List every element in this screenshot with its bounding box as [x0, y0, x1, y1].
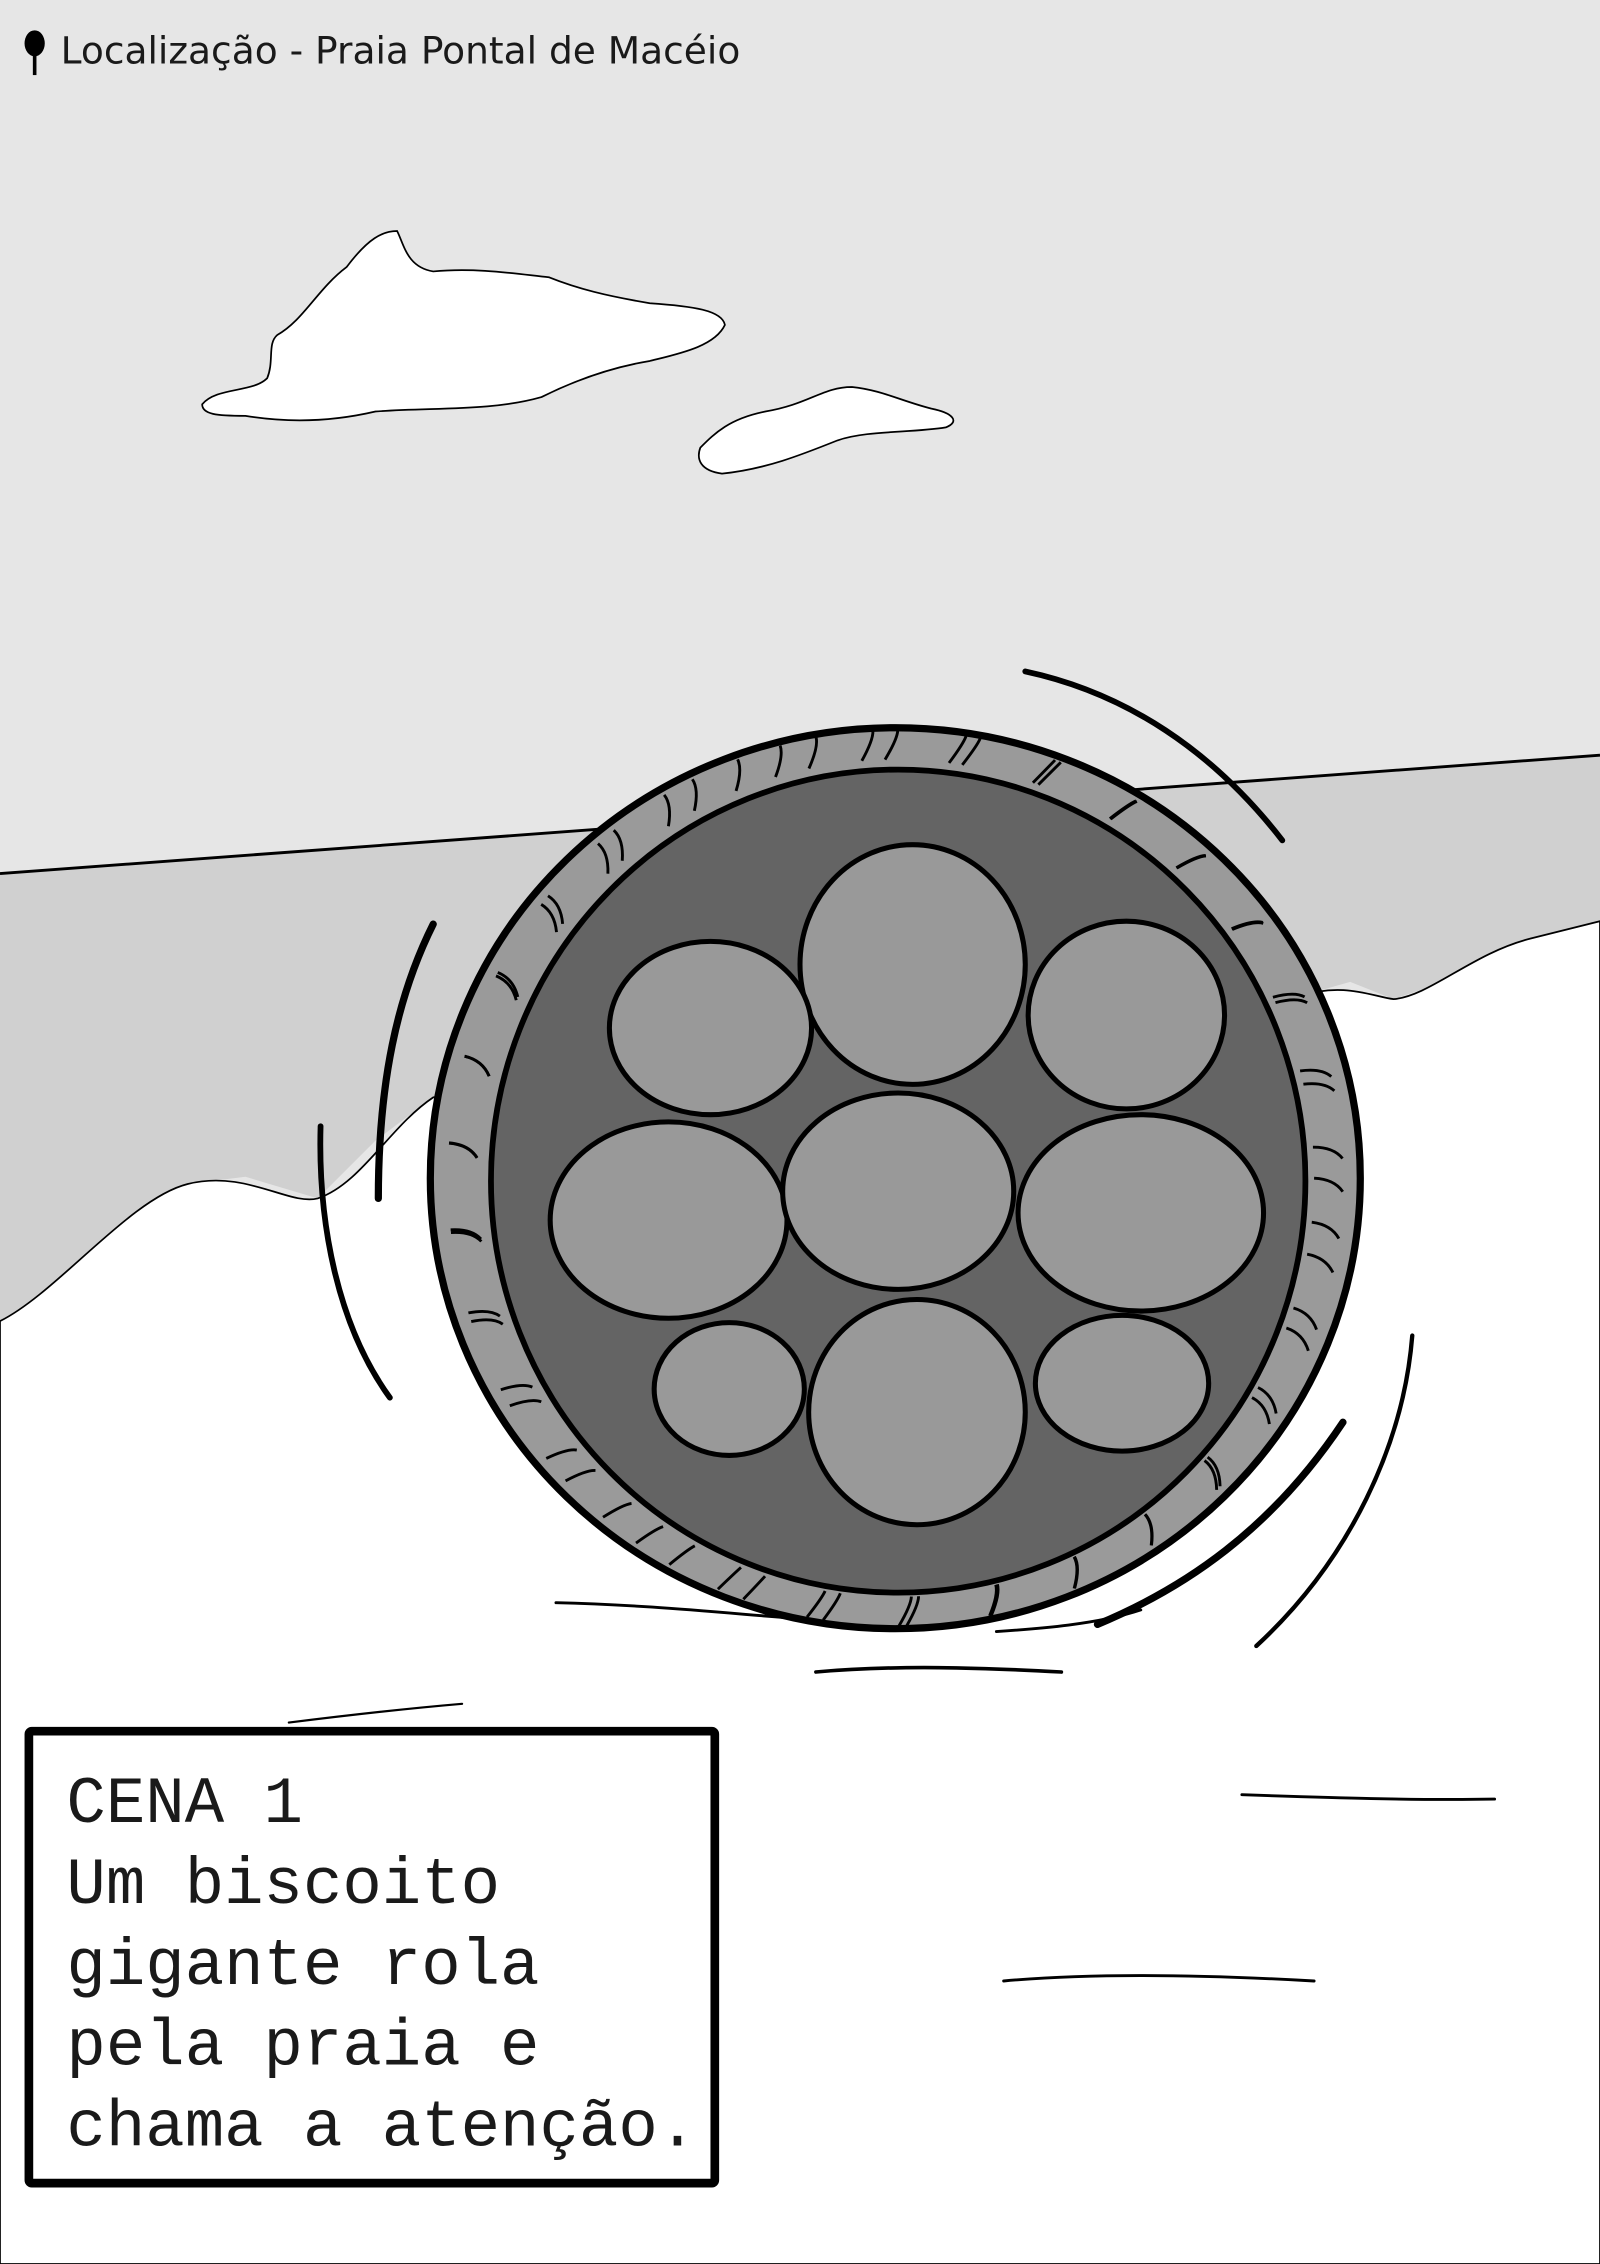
rim-tick	[1311, 1220, 1341, 1240]
rim-tick	[450, 1228, 483, 1240]
rim-tick	[1231, 921, 1264, 931]
rim-tick	[497, 971, 520, 998]
rim-tick	[668, 1544, 696, 1566]
rim-tick	[596, 842, 610, 874]
rim-tick	[716, 1566, 742, 1591]
rim-tick	[1272, 992, 1306, 999]
rim-tick	[691, 778, 698, 812]
rim-tick	[1313, 1176, 1344, 1193]
chocolate-chip	[1025, 918, 1228, 1112]
rim-tick	[464, 1054, 491, 1077]
rim-tick	[1257, 1386, 1278, 1414]
rim-tick	[1175, 854, 1206, 869]
rim-tick	[883, 730, 900, 761]
map-pin-icon	[24, 30, 45, 76]
rim-tick	[1037, 761, 1062, 786]
rim-tick	[822, 1592, 842, 1621]
rim-tick	[1109, 800, 1138, 821]
rim-tick	[564, 1469, 596, 1483]
rim-tick	[470, 1318, 504, 1326]
chocolate-chip	[806, 1296, 1028, 1528]
caption-line: pela praia e	[66, 2010, 539, 2085]
rim-tick	[509, 1399, 542, 1408]
chocolate-chip	[780, 1090, 1017, 1292]
rim-tick	[468, 1309, 501, 1318]
caption-line: CENA 1	[66, 1767, 303, 1842]
caption-box: CENA 1 Um biscoito gigante rola pela pra…	[24, 1726, 720, 2188]
rim-tick	[540, 903, 558, 933]
location-title: Localização - Praia Pontal de Macéio	[61, 29, 741, 73]
rim-tick	[1251, 1396, 1271, 1425]
rim-tick	[988, 1584, 998, 1617]
caption-line: Um biscoito	[66, 1848, 500, 1923]
rim-tick	[1073, 1555, 1079, 1589]
chocolate-chip	[651, 1320, 807, 1458]
rim-tick	[897, 1596, 913, 1627]
rim-tick	[1293, 1306, 1318, 1331]
rim-tick	[1299, 1068, 1333, 1078]
rim-tick	[545, 1448, 578, 1460]
cookie-chips	[547, 842, 1267, 1528]
rim-tick	[1203, 1459, 1219, 1490]
rim-tick	[1206, 1455, 1222, 1487]
rim-tick	[450, 1230, 483, 1243]
rim-tick	[860, 731, 875, 762]
chocolate-chip	[1015, 1112, 1267, 1314]
rim-tick	[547, 894, 565, 925]
cloud	[698, 386, 955, 475]
rim-tick	[635, 1525, 664, 1545]
chocolate-chip	[797, 842, 1028, 1087]
rim-tick	[947, 735, 968, 764]
rim-tick	[1312, 1145, 1344, 1160]
rim-tick	[1143, 1513, 1154, 1546]
chocolate-chip	[547, 1119, 790, 1321]
rim-tick	[774, 745, 783, 778]
rim-tick	[1031, 759, 1057, 784]
rim-tick	[961, 738, 982, 766]
caption-line: chama a atenção.	[66, 2091, 697, 2166]
rim-tick	[905, 1596, 921, 1627]
rim-tick	[1306, 1252, 1335, 1274]
rim-tick	[612, 829, 624, 861]
rim-tick	[448, 1141, 479, 1159]
rim-tick	[1285, 1326, 1310, 1352]
rim-tick	[1303, 1082, 1336, 1092]
giant-cookie	[426, 724, 1364, 1633]
cloud	[201, 230, 726, 422]
rim-tick	[500, 1383, 533, 1392]
rim-tick	[734, 758, 742, 792]
caption-line: gigante rola	[66, 1929, 539, 2004]
rim-tick	[990, 1583, 1000, 1616]
rim-tick	[602, 1501, 632, 1519]
rim-tick	[742, 1575, 767, 1601]
cookie-rim-texture	[448, 730, 1344, 1627]
chocolate-chip	[606, 938, 815, 1118]
location-header: Localização - Praia Pontal de Macéio	[24, 29, 741, 76]
chocolate-chip	[1032, 1312, 1212, 1454]
rim-tick	[1275, 998, 1308, 1005]
rim-tick	[807, 737, 818, 770]
rim-tick	[662, 793, 671, 827]
rim-tick	[495, 974, 518, 1001]
rim-tick	[805, 1590, 827, 1618]
